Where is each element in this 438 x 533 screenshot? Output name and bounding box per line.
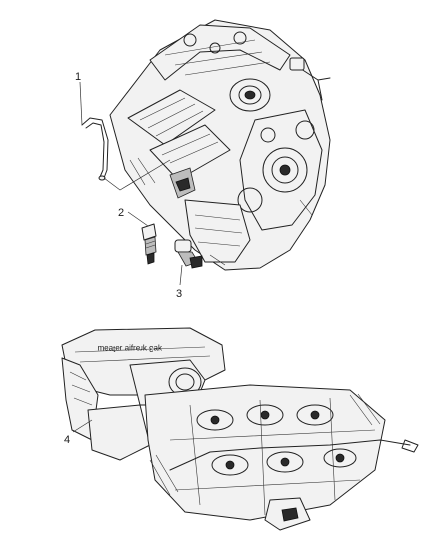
- crank-position-sensor: [174, 239, 203, 269]
- oil-pressure-sensor: [141, 223, 157, 265]
- intake-lettering: ʞɐ3 ʞɾǝɹɟᴉɐ ɹǝʇɐǝɯ: [97, 344, 162, 353]
- callout-4: 4: [64, 434, 70, 446]
- callout-1: 1: [75, 71, 81, 83]
- leader-line-2: [127, 211, 149, 227]
- intake-manifold-assembly: ʞɐ3 ʞɾǝɹɟᴉɐ ɹǝʇɐǝɯ: [61, 327, 419, 531]
- leader-line-1b: [103, 159, 171, 191]
- leader-line-4: [72, 419, 93, 433]
- leader-line-3: [179, 264, 183, 286]
- callout-2: 2: [118, 207, 124, 219]
- leader-line-1: [79, 81, 83, 126]
- breather-hose: [81, 117, 109, 181]
- callout-3: 3: [176, 288, 182, 300]
- engine-assembly: [109, 19, 331, 271]
